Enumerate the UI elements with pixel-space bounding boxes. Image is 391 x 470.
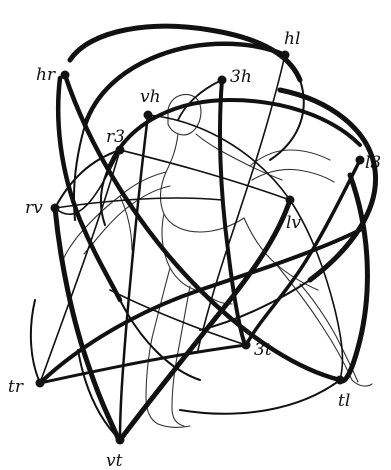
node-vh-label: vh: [140, 87, 161, 107]
node-rv-label: rv: [25, 198, 43, 218]
node-lv-label: lv: [286, 213, 301, 233]
node-3t-dot: [242, 341, 251, 350]
node-tr-label: tr: [8, 377, 24, 397]
node-vt-label: vt: [106, 451, 123, 470]
node-l3-label: l3: [365, 153, 381, 173]
node-3t-label: 3t: [254, 340, 272, 360]
node-tr-dot: [36, 379, 45, 388]
node-rv-dot: [51, 204, 60, 213]
orbit-loops: [31, 26, 376, 440]
node-3h-dot: [218, 76, 227, 85]
node-vt-dot: [116, 436, 125, 445]
node-labels: hl hr 3h vh r3 l3 rv lv 3t tr tl vt: [8, 29, 381, 470]
node-l3-dot: [356, 156, 365, 165]
node-3h-label: 3h: [230, 67, 252, 87]
node-hl-label: hl: [284, 29, 300, 49]
node-lv-dot: [286, 196, 295, 205]
node-tl-label: tl: [338, 391, 350, 411]
node-hr-label: hr: [36, 65, 56, 85]
node-hr-dot: [61, 71, 70, 80]
node-r3-label: r3: [106, 127, 125, 147]
node-hl-dot: [281, 51, 290, 60]
node-vh-dot: [144, 111, 153, 120]
node-tl-dot: [336, 376, 345, 385]
